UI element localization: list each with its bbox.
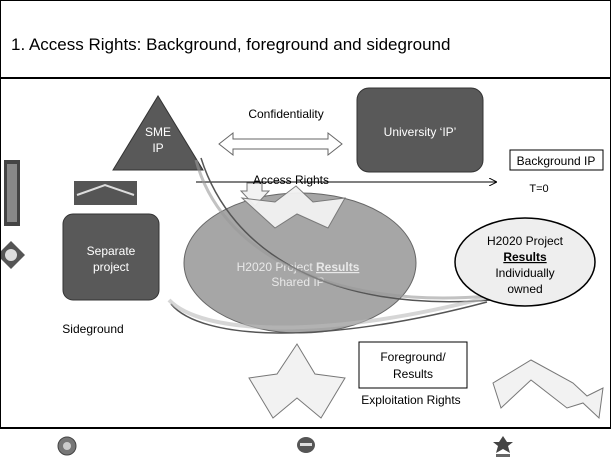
sme-ip-triangle (112, 95, 204, 171)
footer-seal-logo (57, 436, 77, 456)
title-bar: 1. Access Rights: Background, foreground… (0, 0, 611, 79)
left-side-emblem-logo (0, 160, 25, 269)
results-label: Results (393, 367, 433, 381)
individual-results-line-3: Individually (495, 266, 554, 280)
sideground-label: Sideground (62, 322, 123, 336)
separate-project-flow-curve-shadow (167, 296, 486, 330)
confidentiality-label: Confidentiality (248, 107, 323, 121)
confidentiality-double-arrow (218, 131, 343, 157)
footer-canvas (57, 436, 513, 457)
footer-figure-logo (493, 436, 513, 457)
separate-project-flow-curve (170, 301, 488, 334)
individual-results-line-4: owned (507, 282, 542, 296)
exploitation-arrow-right (492, 359, 604, 420)
sme-flow-curve-shadow (194, 159, 490, 300)
university-ip-box (356, 87, 484, 173)
foreground-label: Foreground/ (380, 350, 446, 364)
shared-results-line-2: Shared IP (271, 275, 324, 289)
footer-logos (0, 427, 611, 461)
separate-project-label-2: project (93, 260, 130, 274)
slide-title: 1. Access Rights: Background, foreground… (11, 35, 451, 54)
diagram-area: SME IP Confidentiality University ‘IP’ B… (0, 78, 611, 429)
separate-project-label-1: Separate (87, 244, 136, 258)
separate-project-box (62, 213, 160, 301)
exploitation-rights-label: Exploitation Rights (361, 393, 460, 407)
individual-results-line-1: H2020 Project (487, 234, 564, 248)
individual-results-emphasis: Results (503, 250, 547, 264)
university-ip-label: University ‘IP’ (384, 125, 457, 139)
diagram-canvas: SME IP Confidentiality University ‘IP’ B… (0, 87, 604, 420)
access-rights-label: Access Rights (253, 173, 329, 187)
sme-ip-label-2: IP (152, 141, 163, 155)
sme-ip-label-1: SME (145, 125, 171, 139)
background-ip-box (509, 149, 604, 171)
foreground-results-box (358, 341, 468, 389)
individual-results-ellipse (454, 217, 596, 307)
access-rights-arrow-left (239, 182, 271, 207)
time-zero-label: T=0 (529, 183, 548, 195)
exploitation-arrow-left (248, 343, 346, 419)
timeline-emblem (74, 181, 137, 205)
access-rights-arrow (240, 185, 346, 229)
footer-badge-logo (297, 437, 315, 453)
shared-results-emphasis: Results (316, 260, 360, 274)
background-ip-label: Background IP (517, 154, 596, 168)
